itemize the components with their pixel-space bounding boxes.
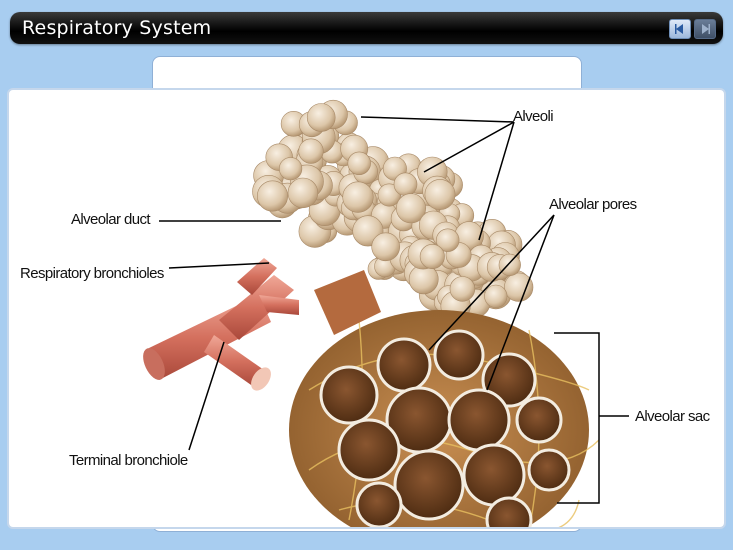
alveolus <box>257 180 289 212</box>
alveolus <box>449 276 476 302</box>
alveolus-interior <box>319 365 379 425</box>
previous-button[interactable] <box>669 19 691 39</box>
terminal-bronchiole-tube <box>143 258 299 391</box>
alveolus <box>419 244 445 270</box>
alveolus <box>377 183 401 207</box>
alveolus <box>395 193 426 224</box>
alveolus-interior <box>527 448 571 492</box>
label-alveolar-duct: Alveolar duct <box>71 211 151 228</box>
alveolus-interior <box>447 388 511 452</box>
alveolus <box>498 253 521 276</box>
alveolus <box>287 177 319 209</box>
alveolus-interior <box>376 337 432 393</box>
diagram-panel: Alveoli Alveolar duct Alveolar pores Res… <box>7 88 726 529</box>
arrow-left-icon <box>675 24 683 34</box>
arrow-right-icon <box>702 24 710 34</box>
alveolus-interior <box>393 449 465 521</box>
alveolus-interior <box>485 496 533 527</box>
alveolus <box>279 157 303 181</box>
alveoli-cluster-right <box>404 219 534 322</box>
next-button[interactable] <box>694 19 716 39</box>
alveolus-interior <box>462 443 526 507</box>
title-bar: Respiratory System <box>10 12 723 44</box>
alveolus <box>306 103 336 132</box>
alveolus <box>436 228 460 252</box>
label-alveolar-pores: Alveolar pores <box>549 196 637 213</box>
alveolus <box>484 284 508 308</box>
label-alveoli: Alveoli <box>513 108 554 125</box>
alveolus-interior <box>355 481 403 527</box>
alveolus <box>504 272 534 302</box>
alveolus <box>424 179 456 210</box>
alveolus <box>347 151 371 176</box>
alveoli-illustration <box>143 99 629 527</box>
alveolus-interior <box>337 418 401 482</box>
label-terminal-bronchiole: Terminal bronchiole <box>69 452 188 469</box>
label-respiratory-bronchioles: Respiratory bronchioles <box>20 265 164 282</box>
alveolus <box>393 172 418 197</box>
alveolus <box>371 232 401 262</box>
alveolus-interior <box>515 396 563 444</box>
alveolus <box>298 138 324 164</box>
alveolus <box>342 181 374 213</box>
leader-lines <box>159 116 629 504</box>
alveolar-sac-cutaway <box>289 270 600 527</box>
label-alveolar-sac: Alveolar sac <box>635 408 710 425</box>
alveolus-interior <box>433 329 485 381</box>
window-title: Respiratory System <box>22 17 212 39</box>
sac-cells <box>319 329 571 527</box>
